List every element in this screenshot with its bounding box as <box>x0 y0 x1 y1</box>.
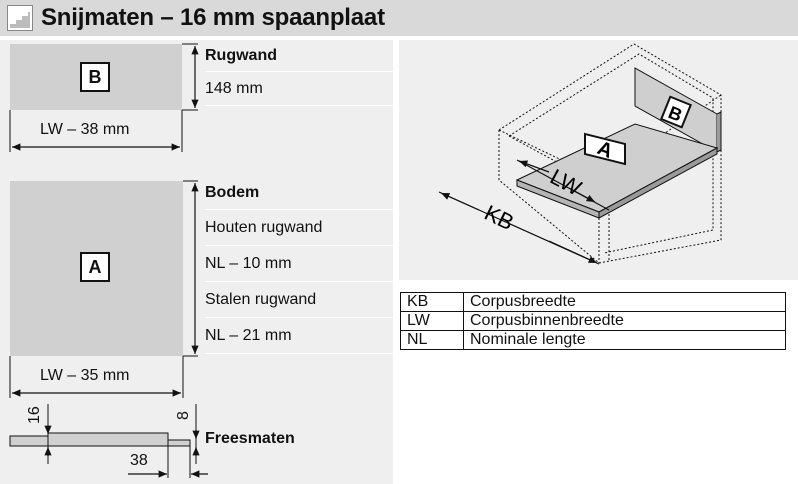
groove-dim-left: 16 <box>26 406 43 424</box>
bottom-steel-dim: NL – 21 mm <box>205 318 393 354</box>
bottom-panel-heading: Bodem <box>205 176 393 210</box>
legend-abbr: LW <box>400 311 464 331</box>
legend-row: KB Corpusbreedte <box>400 292 786 312</box>
drawer-isometric-drawing: A B LW KB <box>438 43 722 265</box>
back-panel-dimensions <box>9 43 208 478</box>
abbreviation-legend: KB Corpusbreedte LW Corpusbinnenbreedte … <box>400 292 786 350</box>
legend-abbr: NL <box>400 330 464 350</box>
back-panel-width: LW – 38 mm <box>40 121 130 138</box>
back-panel-height: 148 mm <box>205 72 393 106</box>
groove-dim-bottom: 38 <box>130 452 148 469</box>
title-bar: Snijmaten – 16 mm spaanplaat <box>0 0 798 36</box>
legend-desc: Corpusbinnenbreedte <box>463 311 786 331</box>
legend-desc: Corpusbreedte <box>463 292 786 312</box>
legend-abbr: KB <box>400 292 464 312</box>
bottom-panel-label: A <box>80 252 110 282</box>
bottom-wood-back: Houten rugwand <box>205 210 393 246</box>
legend-row: NL Nominale lengte <box>400 330 786 350</box>
back-panel-label: B <box>80 62 110 92</box>
page-title: Snijmaten – 16 mm spaanplaat <box>41 4 385 31</box>
bottom-wood-dim: NL – 10 mm <box>205 246 393 282</box>
groove-heading: Freesmaten <box>205 430 295 447</box>
drawing-label-kb: KB <box>481 200 518 235</box>
stairs-icon <box>7 5 33 31</box>
legend-desc: Nominale lengte <box>463 330 786 350</box>
legend-row: LW Corpusbinnenbreedte <box>400 311 786 331</box>
bottom-steel-back: Stalen rugwand <box>205 282 393 318</box>
groove-dim-right: 8 <box>175 411 192 420</box>
back-panel-heading: Rugwand <box>205 40 393 72</box>
bottom-panel-width: LW – 35 mm <box>40 367 130 384</box>
